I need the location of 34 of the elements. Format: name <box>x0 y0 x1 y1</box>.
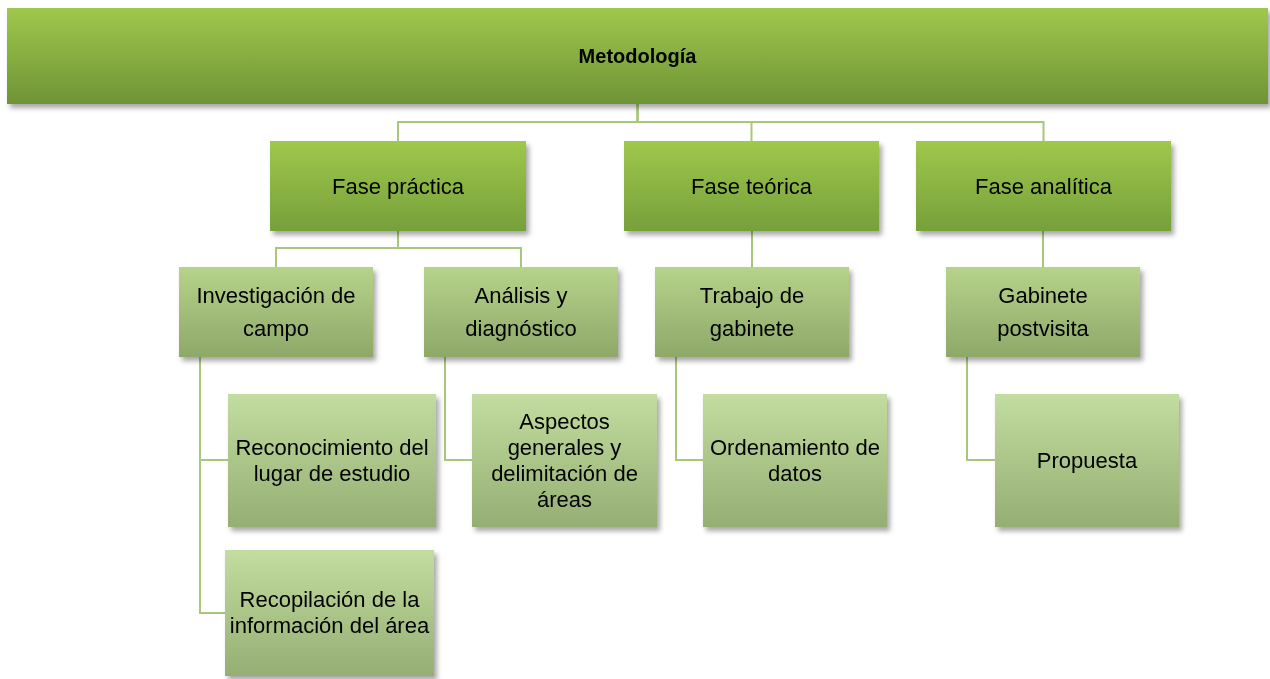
node-box <box>179 267 373 357</box>
node-label: Recopilación de la información del área <box>229 587 430 639</box>
node-label: Metodología <box>578 44 697 69</box>
node-box <box>7 8 1268 104</box>
node-label: Reconocimiento del lugar de estudio <box>234 434 430 487</box>
node-box <box>472 394 657 527</box>
node-box <box>424 267 618 357</box>
node-label: Propuesta <box>1036 447 1138 474</box>
connector-line <box>675 356 704 461</box>
node-box <box>946 267 1140 357</box>
connector-line <box>751 230 753 268</box>
connector-line <box>1042 230 1044 268</box>
node-box <box>228 394 436 527</box>
node-label: Fase práctica <box>331 172 465 201</box>
node-label: Fase teórica <box>690 172 813 201</box>
node-box <box>225 550 434 676</box>
node-box <box>916 141 1171 231</box>
connector-line <box>397 230 522 268</box>
node-box <box>270 141 526 231</box>
node-label: Trabajo de gabinete <box>698 282 806 343</box>
node-box <box>995 394 1179 527</box>
node-label: Investigación de campo <box>195 282 357 343</box>
node-label: Gabinete postvisita <box>996 282 1090 343</box>
connector-line <box>636 103 1045 142</box>
node-label: Fase analítica <box>975 172 1112 201</box>
connector-line <box>199 356 226 614</box>
node-label: Análisis y diagnóstico <box>464 282 578 343</box>
node-label: Aspectos generales y delimitación de áreas <box>490 408 639 513</box>
connector-line <box>444 356 473 461</box>
node-box <box>703 394 887 527</box>
connector-line <box>966 356 996 461</box>
node-box <box>624 141 879 231</box>
node-label: Ordenamiento de datos <box>709 434 881 487</box>
node-box <box>655 267 849 357</box>
